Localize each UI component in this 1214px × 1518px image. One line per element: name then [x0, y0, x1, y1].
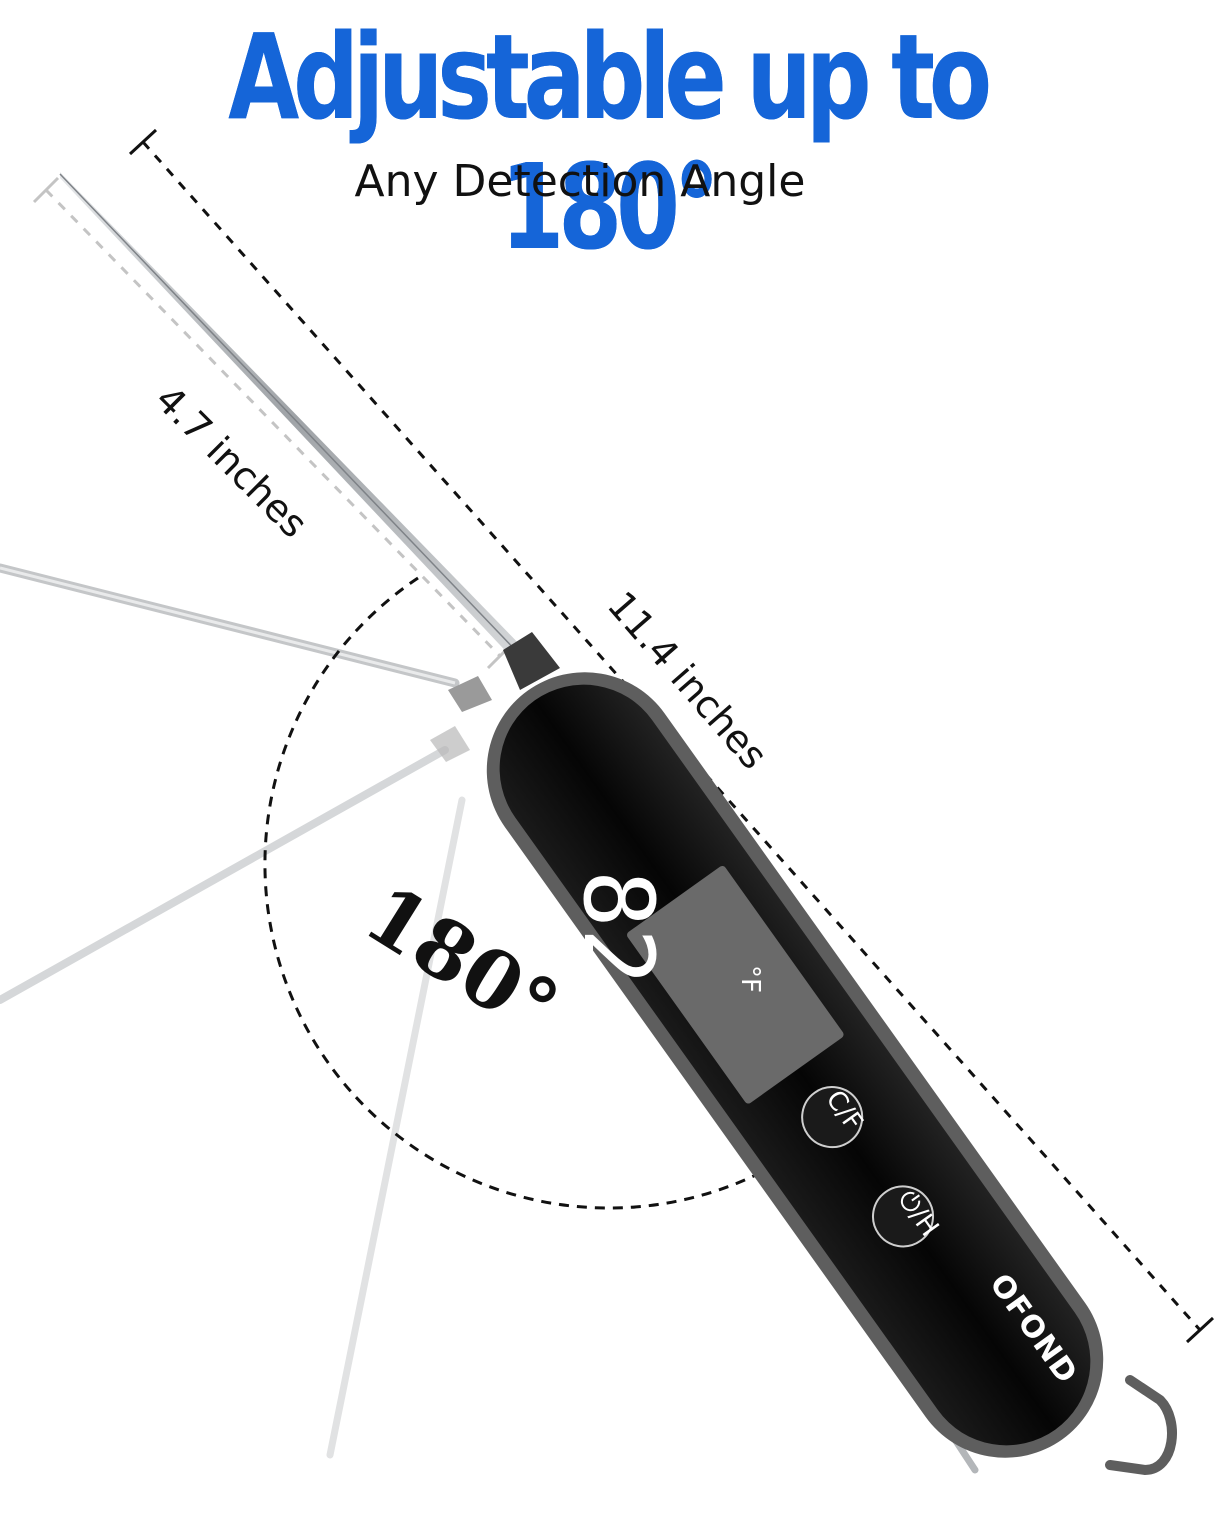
probe-length-dashed-line [44, 188, 502, 658]
lcd-display [627, 866, 844, 1104]
total-length-tick-end [1185, 1316, 1214, 1344]
probe-main-edge [59, 173, 523, 658]
total-length-tick-start [128, 128, 158, 156]
unit-toggle-button[interactable] [790, 1075, 874, 1159]
probe-ghost-down [326, 796, 466, 1459]
temperature-unit: °F [735, 965, 765, 993]
thermometer-body [486, 672, 1177, 1476]
hanging-loop [1105, 1375, 1177, 1476]
subheadline: Any Detection Angle [354, 156, 806, 207]
temperature-reading: 82.6 [562, 870, 674, 1102]
hinge-ghost [430, 726, 470, 762]
hinge-collar [503, 632, 560, 690]
probe-ghost-lower-left [0, 746, 449, 1004]
hinge-joint [448, 676, 492, 712]
power-hold-button[interactable] [861, 1175, 945, 1259]
probe-main [59, 172, 527, 662]
angle-arc-dashed [263, 576, 801, 1210]
probe-ghost-left-highlight [0, 566, 456, 685]
headline: Adjustable up to 180° [228, 8, 992, 276]
hinge [430, 632, 560, 762]
probe-length-tick-start [32, 176, 60, 204]
